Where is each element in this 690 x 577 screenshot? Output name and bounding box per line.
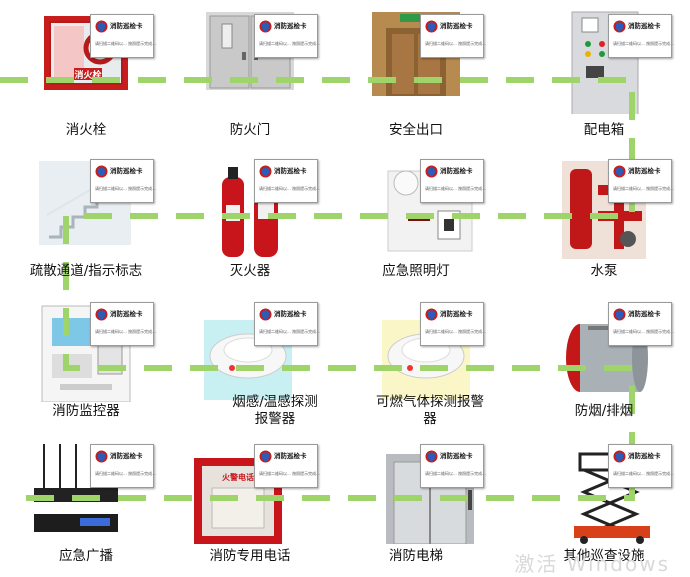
item-label: 消防电梯: [389, 548, 443, 564]
card-subtitle: 请扫描二维码以... 按照提示完成...: [95, 329, 156, 334]
card-subtitle: 请扫描二维码以... 按照提示完成...: [613, 329, 674, 334]
item-label: 消防监控器: [52, 403, 120, 419]
card-title: 消防巡检卡: [110, 452, 143, 460]
item-distribution-box: 消防巡检卡 请扫描二维码以... 按照提示完成... 配电箱: [518, 0, 690, 141]
inspection-card[interactable]: 消防巡检卡 请扫描二维码以... 按照提示完成...: [608, 302, 674, 346]
item-label: 配电箱: [583, 122, 625, 138]
item-label: 应急照明灯: [382, 263, 450, 279]
item-label: 应急广播: [59, 548, 113, 564]
card-title: 消防巡检卡: [628, 167, 661, 175]
card-title: 消防巡检卡: [110, 22, 143, 30]
inspection-card[interactable]: 消防巡检卡 请扫描二维码以... 按照提示完成...: [420, 159, 486, 203]
item-evacuation: 消防巡检卡 请扫描二维码以... 按照提示完成... 疏散通道/指示标志: [0, 145, 172, 286]
card-subtitle: 请扫描二维码以... 按照提示完成...: [425, 329, 486, 334]
item-label: 安全出口: [389, 122, 443, 138]
inspection-card[interactable]: 消防巡检卡 请扫描二维码以... 按照提示完成...: [90, 14, 156, 58]
card-title: 消防巡检卡: [440, 22, 473, 30]
card-subtitle: 请扫描二维码以... 按照提示完成...: [95, 41, 156, 46]
item-label: 灭火器: [229, 263, 271, 279]
card-title: 消防巡检卡: [274, 310, 307, 318]
card-subtitle: 请扫描二维码以... 按照提示完成...: [259, 329, 320, 334]
fire-shield-icon: [613, 20, 626, 33]
fire-shield-icon: [259, 308, 272, 321]
card-title: 消防巡检卡: [274, 167, 307, 175]
inspection-card[interactable]: 消防巡检卡 请扫描二维码以... 按照提示完成...: [608, 159, 674, 203]
item-fire-phone: 火警电话 消防巡检卡 请扫描二维码以... 按照提示完成... 消防专用电话: [164, 430, 336, 571]
item-label: 防火门: [229, 122, 271, 138]
card-title: 消防巡检卡: [440, 452, 473, 460]
inspection-card[interactable]: 消防巡检卡 请扫描二维码以... 按照提示完成...: [90, 159, 156, 203]
item-smoke-exhaust: 消防巡检卡 请扫描二维码以... 按照提示完成... 防烟/排烟: [518, 288, 690, 429]
card-title: 消防巡检卡: [440, 310, 473, 318]
hydrant-sign: 消火栓: [74, 69, 101, 81]
fire-shield-icon: [259, 450, 272, 463]
inspection-card[interactable]: 消防巡检卡 请扫描二维码以... 按照提示完成...: [90, 444, 156, 488]
card-title: 消防巡检卡: [440, 167, 473, 175]
item-smoke-detector: 消防巡检卡 请扫描二维码以... 按照提示完成... 烟感/温感探测报警器: [164, 288, 336, 429]
card-subtitle: 请扫描二维码以... 按照提示完成...: [613, 471, 674, 476]
inspection-card[interactable]: 消防巡检卡 请扫描二维码以... 按照提示完成...: [254, 302, 320, 346]
fire-shield-icon: [95, 165, 108, 178]
card-subtitle: 请扫描二维码以... 按照提示完成...: [425, 471, 486, 476]
item-label: 疏散通道/指示标志: [29, 263, 143, 279]
inspection-card[interactable]: 消防巡检卡 请扫描二维码以... 按照提示完成...: [420, 14, 486, 58]
card-subtitle: 请扫描二维码以... 按照提示完成...: [425, 41, 486, 46]
item-gas-detector: 消防巡检卡 请扫描二维码以... 按照提示完成... 可燃气体探测报警器: [330, 288, 502, 429]
item-label: 水泵: [590, 263, 618, 279]
inspection-card[interactable]: 消防巡检卡 请扫描二维码以... 按照提示完成...: [254, 159, 320, 203]
inspection-card[interactable]: 消防巡检卡 请扫描二维码以... 按照提示完成...: [420, 444, 486, 488]
fire-shield-icon: [259, 20, 272, 33]
item-label: 可燃气体探测报警器: [376, 394, 484, 427]
item-fire-door: 消防巡检卡 请扫描二维码以... 按照提示完成... 防火门: [164, 0, 336, 141]
card-subtitle: 请扫描二维码以... 按照提示完成...: [613, 41, 674, 46]
card-subtitle: 请扫描二维码以... 按照提示完成...: [259, 186, 320, 191]
item-extinguisher: 消防巡检卡 请扫描二维码以... 按照提示完成... 灭火器: [164, 145, 336, 286]
fire-shield-icon: [425, 165, 438, 178]
item-label: 消火栓: [65, 122, 107, 138]
card-subtitle: 请扫描二维码以... 按照提示完成...: [95, 471, 156, 476]
inspection-card[interactable]: 消防巡检卡 请扫描二维码以... 按照提示完成...: [420, 302, 486, 346]
watermark: 激活 Windows: [514, 552, 670, 576]
card-title: 消防巡检卡: [274, 22, 307, 30]
fire-phone-sign: 火警电话: [222, 472, 254, 482]
fire-shield-icon: [425, 450, 438, 463]
item-label: 其他巡查设施: [563, 548, 645, 564]
card-title: 消防巡检卡: [274, 452, 307, 460]
card-subtitle: 请扫描二维码以... 按照提示完成...: [259, 41, 320, 46]
card-subtitle: 请扫描二维码以... 按照提示完成...: [95, 186, 156, 191]
item-emergency-light: 消防巡检卡 请扫描二维码以... 按照提示完成... 应急照明灯: [330, 145, 502, 286]
fire-shield-icon: [95, 308, 108, 321]
fire-shield-icon: [425, 20, 438, 33]
item-label: 防烟/排烟: [574, 403, 634, 419]
fire-shield-icon: [613, 308, 626, 321]
card-title: 消防巡检卡: [110, 310, 143, 318]
item-monitor: 消防巡检卡 请扫描二维码以... 按照提示完成... 消防监控器: [0, 288, 172, 429]
card-title: 消防巡检卡: [628, 452, 661, 460]
inspection-card[interactable]: 消防巡检卡 请扫描二维码以... 按照提示完成...: [608, 14, 674, 58]
item-label: 烟感/温感探测报警器: [232, 394, 318, 427]
card-title: 消防巡检卡: [110, 167, 143, 175]
item-broadcast: 消防巡检卡 请扫描二维码以... 按照提示完成... 应急广播: [0, 430, 172, 571]
fire-shield-icon: [613, 450, 626, 463]
fire-shield-icon: [425, 308, 438, 321]
item-label: 消防专用电话: [209, 548, 291, 564]
card-subtitle: 请扫描二维码以... 按照提示完成...: [259, 471, 320, 476]
inspection-card[interactable]: 消防巡检卡 请扫描二维码以... 按照提示完成...: [90, 302, 156, 346]
inspection-card[interactable]: 消防巡检卡 请扫描二维码以... 按照提示完成...: [254, 444, 320, 488]
card-subtitle: 请扫描二维码以... 按照提示完成...: [425, 186, 486, 191]
item-fire-elevator: 消防巡检卡 请扫描二维码以... 按照提示完成... 消防电梯: [330, 430, 502, 571]
fire-shield-icon: [259, 165, 272, 178]
fire-shield-icon: [613, 165, 626, 178]
item-water-pump: 消防巡检卡 请扫描二维码以... 按照提示完成... 水泵: [518, 145, 690, 286]
item-safety-exit: 消防巡检卡 请扫描二维码以... 按照提示完成... 安全出口: [330, 0, 502, 141]
fire-shield-icon: [95, 450, 108, 463]
fire-shield-icon: [95, 20, 108, 33]
inspection-card[interactable]: 消防巡检卡 请扫描二维码以... 按照提示完成...: [608, 444, 674, 488]
card-subtitle: 请扫描二维码以... 按照提示完成...: [613, 186, 674, 191]
item-hydrant: 消火栓 消防巡检卡 请扫描二维码以... 按照提示完成... 消火栓: [0, 0, 172, 141]
card-title: 消防巡检卡: [628, 22, 661, 30]
inspection-card[interactable]: 消防巡检卡 请扫描二维码以... 按照提示完成...: [254, 14, 320, 58]
card-title: 消防巡检卡: [628, 310, 661, 318]
